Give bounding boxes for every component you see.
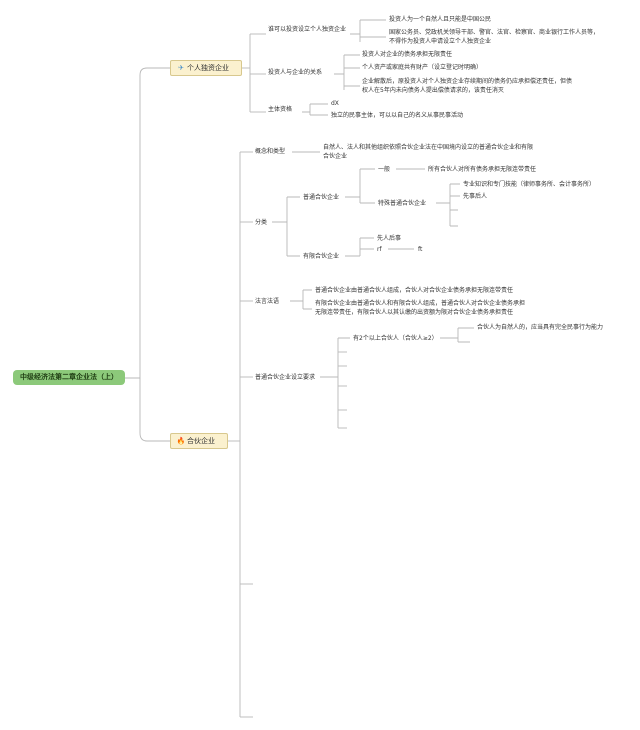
detail-text: 先人后事 [377,235,402,242]
branch-label: 合伙企业 [187,437,215,445]
detail-text: ft [418,246,423,253]
connector-line [350,19,386,42]
node-partner-count[interactable]: 有2个以上合伙人（合伙人≥2） [353,335,438,342]
node-establishment-req[interactable]: 普通合伙企业设立要求 [255,374,316,381]
detail-text: 专业知识和专门技能（律师事务所、会计事务所） [463,181,596,188]
detail-text: 合伙人为自然人的，应当具有完全民事行为能力 [477,324,604,331]
root-node[interactable]: 中级经济法第二章企业法（上） [13,370,125,385]
detail-text: 有限合伙企业由普通合伙人和有限合伙人组成，普通合伙人对合伙企业债务承担 [315,300,526,307]
connector-line [345,168,375,204]
connector-line [320,337,350,428]
node-classification[interactable]: 分类 [255,219,268,226]
detail-text: 合伙企业 [323,153,348,160]
detail-text: 企业解散后，原投资人对个人独资企业存续期间的债务仍应承担偿还责任，但债 [362,78,573,85]
detail-text: 自然人、法人和其他组织依照合伙企业法在中国境内设立的普通合伙企业和有限 [323,144,534,151]
node-ordinary[interactable]: 一般 [378,166,391,173]
connector-root-sole [125,67,170,379]
connector-root-partner [139,378,170,442]
flame-icon: 🔥 [176,437,186,445]
detail-text: 权人在5年内未向债务人提出偿债请求的，该责任消灭 [362,87,504,94]
detail-text: 投资人为一个自然人且只能是中国公民 [389,16,492,23]
detail-text: 普通合伙企业由普通合伙人组成，合伙人对合伙企业债务承担无限连带责任 [315,287,514,294]
connector-line [334,54,360,90]
node-investor-relation[interactable]: 投资人与企业的关系 [268,69,323,76]
detail-text: 先事后人 [463,193,488,200]
paper-plane-icon: ✈ [178,64,184,72]
detail-text: 国家公务员、党政机关领导干部、警官、法官、检察官、商业银行工作人员等， [389,29,600,36]
detail-text: 所有合伙人对所有债务承担无限连带责任 [428,166,537,173]
node-legal-status[interactable]: 主体资格 [268,106,293,113]
detail-text: 个人资产或家庭共有财产（设立登记时明确） [362,64,483,71]
detail-text: 不得作为投资人申请设立个人独资企业 [389,38,492,45]
node-who-can-invest[interactable]: 谁可以投资设立个人独资企业 [268,26,347,33]
node-concept-type[interactable]: 概念和类型 [255,148,286,155]
detail-text: 无限连带责任，有限合伙人以其认缴的出资额为限对合伙企业债务承担责任 [315,309,514,316]
node-general-partnership[interactable]: 普通合伙企业 [303,194,340,201]
branch-node-partnership[interactable]: 🔥合伙企业 [170,433,228,449]
connector-line [345,237,374,257]
connector-line [436,183,460,227]
detail-text: rf [377,246,382,253]
connector-line [272,196,300,257]
branch-node-sole-proprietorship[interactable]: ✈个人独资企业 [170,60,242,76]
detail-text: 独立的民事主体，可以以自己的名义从事民事活动 [331,112,464,119]
detail-text: dX [331,100,339,107]
node-special-general[interactable]: 特殊普通合伙企业 [378,200,427,207]
connector-line [440,327,474,343]
node-limited-partnership[interactable]: 有限合伙企业 [303,253,340,260]
node-legal-terms[interactable]: 法言法语 [255,298,280,305]
branch-label: 个人独资企业 [187,64,229,72]
connector-line [302,103,328,116]
connector-line [290,289,312,310]
detail-text: 投资人对企业的债务承担无限责任 [362,51,453,58]
